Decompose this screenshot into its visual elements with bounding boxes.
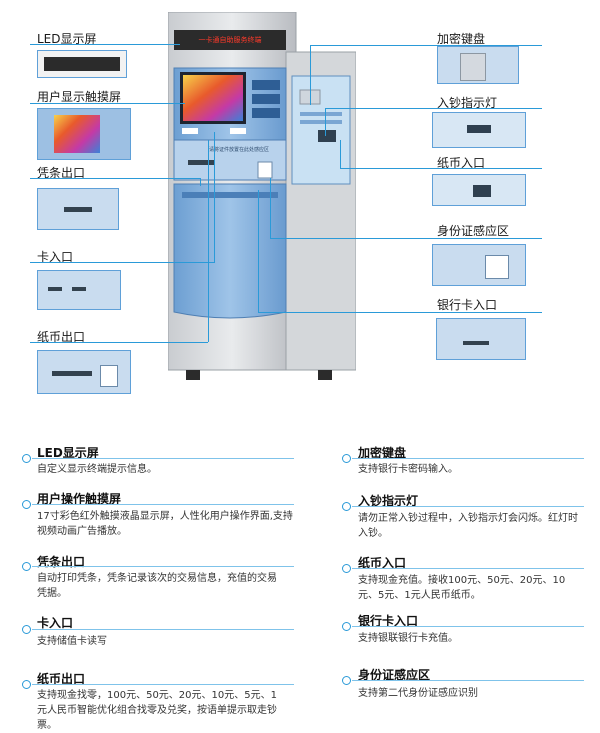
connector-line — [30, 342, 208, 343]
feature-desc-keypad: 支持银行卡密码输入。 — [358, 464, 458, 475]
thumbnail-bank-card-slot — [436, 318, 526, 360]
callout-cash-out-label: 纸币出口 — [37, 330, 86, 344]
thumbnail-touchscreen — [37, 108, 131, 160]
section-rule — [352, 680, 584, 681]
thumbnail-keypad — [437, 46, 519, 84]
kiosk-led-text: 一卡通自助服务终端 — [198, 36, 262, 44]
section-rule — [32, 504, 294, 505]
section-rule — [352, 506, 584, 507]
section-rule — [352, 568, 584, 569]
feature-desc-cash-in-light: 请勿正常入钞过程中，入钞指示灯会闪烁。红灯时入钞。 — [358, 513, 578, 539]
callout-keypad-label: 加密键盘 — [437, 32, 486, 46]
kiosk-machine: 一卡通自助服务终端 请将证件放置在此处感应区 — [167, 11, 357, 382]
section-rule — [32, 566, 294, 567]
connector-line — [200, 178, 201, 186]
connector-line — [208, 140, 209, 342]
feature-title-cash-in: 纸币入口 — [358, 556, 407, 570]
feature-title-cash-out: 纸币出口 — [37, 672, 86, 686]
bullet-dot — [342, 502, 351, 511]
bullet-dot — [342, 454, 351, 463]
callout-touchscreen-label: 用户显示触摸屏 — [37, 90, 122, 104]
bullet-dot — [22, 500, 31, 509]
connector-line — [258, 312, 542, 313]
bullet-dot — [22, 625, 31, 634]
connector-line — [270, 178, 271, 238]
thumbnail-card-slot — [37, 270, 121, 310]
bullet-dot — [22, 680, 31, 689]
connector-line — [214, 132, 215, 262]
thumbnail-receipt-outlet — [37, 188, 119, 230]
kiosk-illustration — [167, 11, 357, 380]
callout-cash-in-label: 纸币入口 — [437, 156, 486, 170]
feature-desc-id-reader: 支持第二代身份证感应识别 — [358, 688, 478, 699]
feature-desc-cash-in: 支持现金充值。接收100元、50元、20元、10元、5元、1元人民币纸币。 — [358, 575, 566, 601]
feature-desc-touchscreen: 17寸彩色红外触摸液晶显示屏，人性化用户操作界面,支持视频动画广告播放。 — [37, 511, 293, 537]
callout-card-slot-label: 卡入口 — [37, 250, 74, 264]
thumbnail-id-reader — [432, 244, 526, 286]
bullet-dot — [342, 564, 351, 573]
connector-line — [340, 140, 341, 168]
callout-bank-card-label: 银行卡入口 — [437, 298, 498, 312]
bullet-dot — [22, 562, 31, 571]
connector-line — [310, 45, 311, 105]
bullet-dot — [22, 454, 31, 463]
connector-line — [30, 103, 185, 104]
connector-line — [325, 108, 326, 136]
thumbnail-led-display — [37, 50, 127, 78]
connector-line — [30, 44, 180, 45]
feature-title-touchscreen: 用户操作触摸屏 — [37, 492, 122, 506]
section-rule — [32, 629, 294, 630]
section-rule — [32, 684, 294, 685]
feature-title-led: LED显示屏 — [37, 446, 99, 460]
feature-title-bank-card: 银行卡入口 — [358, 614, 419, 628]
kiosk-panel-text: 请将证件放置在此处感应区 — [208, 147, 269, 153]
bullet-dot — [342, 622, 351, 631]
feature-desc-bank-card: 支持银联银行卡充值。 — [358, 633, 458, 644]
connector-line — [310, 45, 542, 46]
feature-desc-card: 支持储值卡读写 — [37, 636, 107, 647]
connector-line — [340, 168, 542, 169]
feature-title-id-reader: 身份证感应区 — [358, 668, 431, 682]
feature-desc-receipt: 自动打印凭条，凭条记录该次的交易信息，充值的交易凭据。 — [37, 573, 277, 599]
thumbnail-cash-in — [432, 174, 526, 206]
feature-title-cash-in-light: 入钞指示灯 — [358, 494, 419, 508]
connector-line — [325, 108, 542, 109]
bullet-dot — [342, 676, 351, 685]
thumbnail-cash-in-light — [432, 112, 526, 148]
callout-led-label: LED显示屏 — [37, 32, 97, 46]
section-rule — [352, 626, 584, 627]
section-rule — [352, 458, 584, 459]
callout-receipt-label: 凭条出口 — [37, 166, 86, 180]
connector-line — [258, 190, 259, 312]
callout-id-reader-label: 身份证感应区 — [437, 224, 510, 238]
feature-desc-cash-out: 支持现金找零，100元、50元、20元、10元、5元、1元人民币智能优化组合找零… — [37, 690, 277, 731]
feature-desc-led: 自定义显示终端提示信息。 — [37, 464, 157, 475]
section-rule — [32, 458, 294, 459]
connector-line — [270, 238, 542, 239]
feature-title-receipt: 凭条出口 — [37, 555, 86, 569]
connector-line — [30, 178, 200, 179]
feature-title-keypad: 加密键盘 — [358, 446, 407, 460]
feature-title-card: 卡入口 — [37, 616, 74, 630]
connector-line — [30, 262, 215, 263]
thumbnail-cash-outlet — [37, 350, 131, 394]
callout-cash-in-light-label: 入钞指示灯 — [437, 96, 498, 110]
